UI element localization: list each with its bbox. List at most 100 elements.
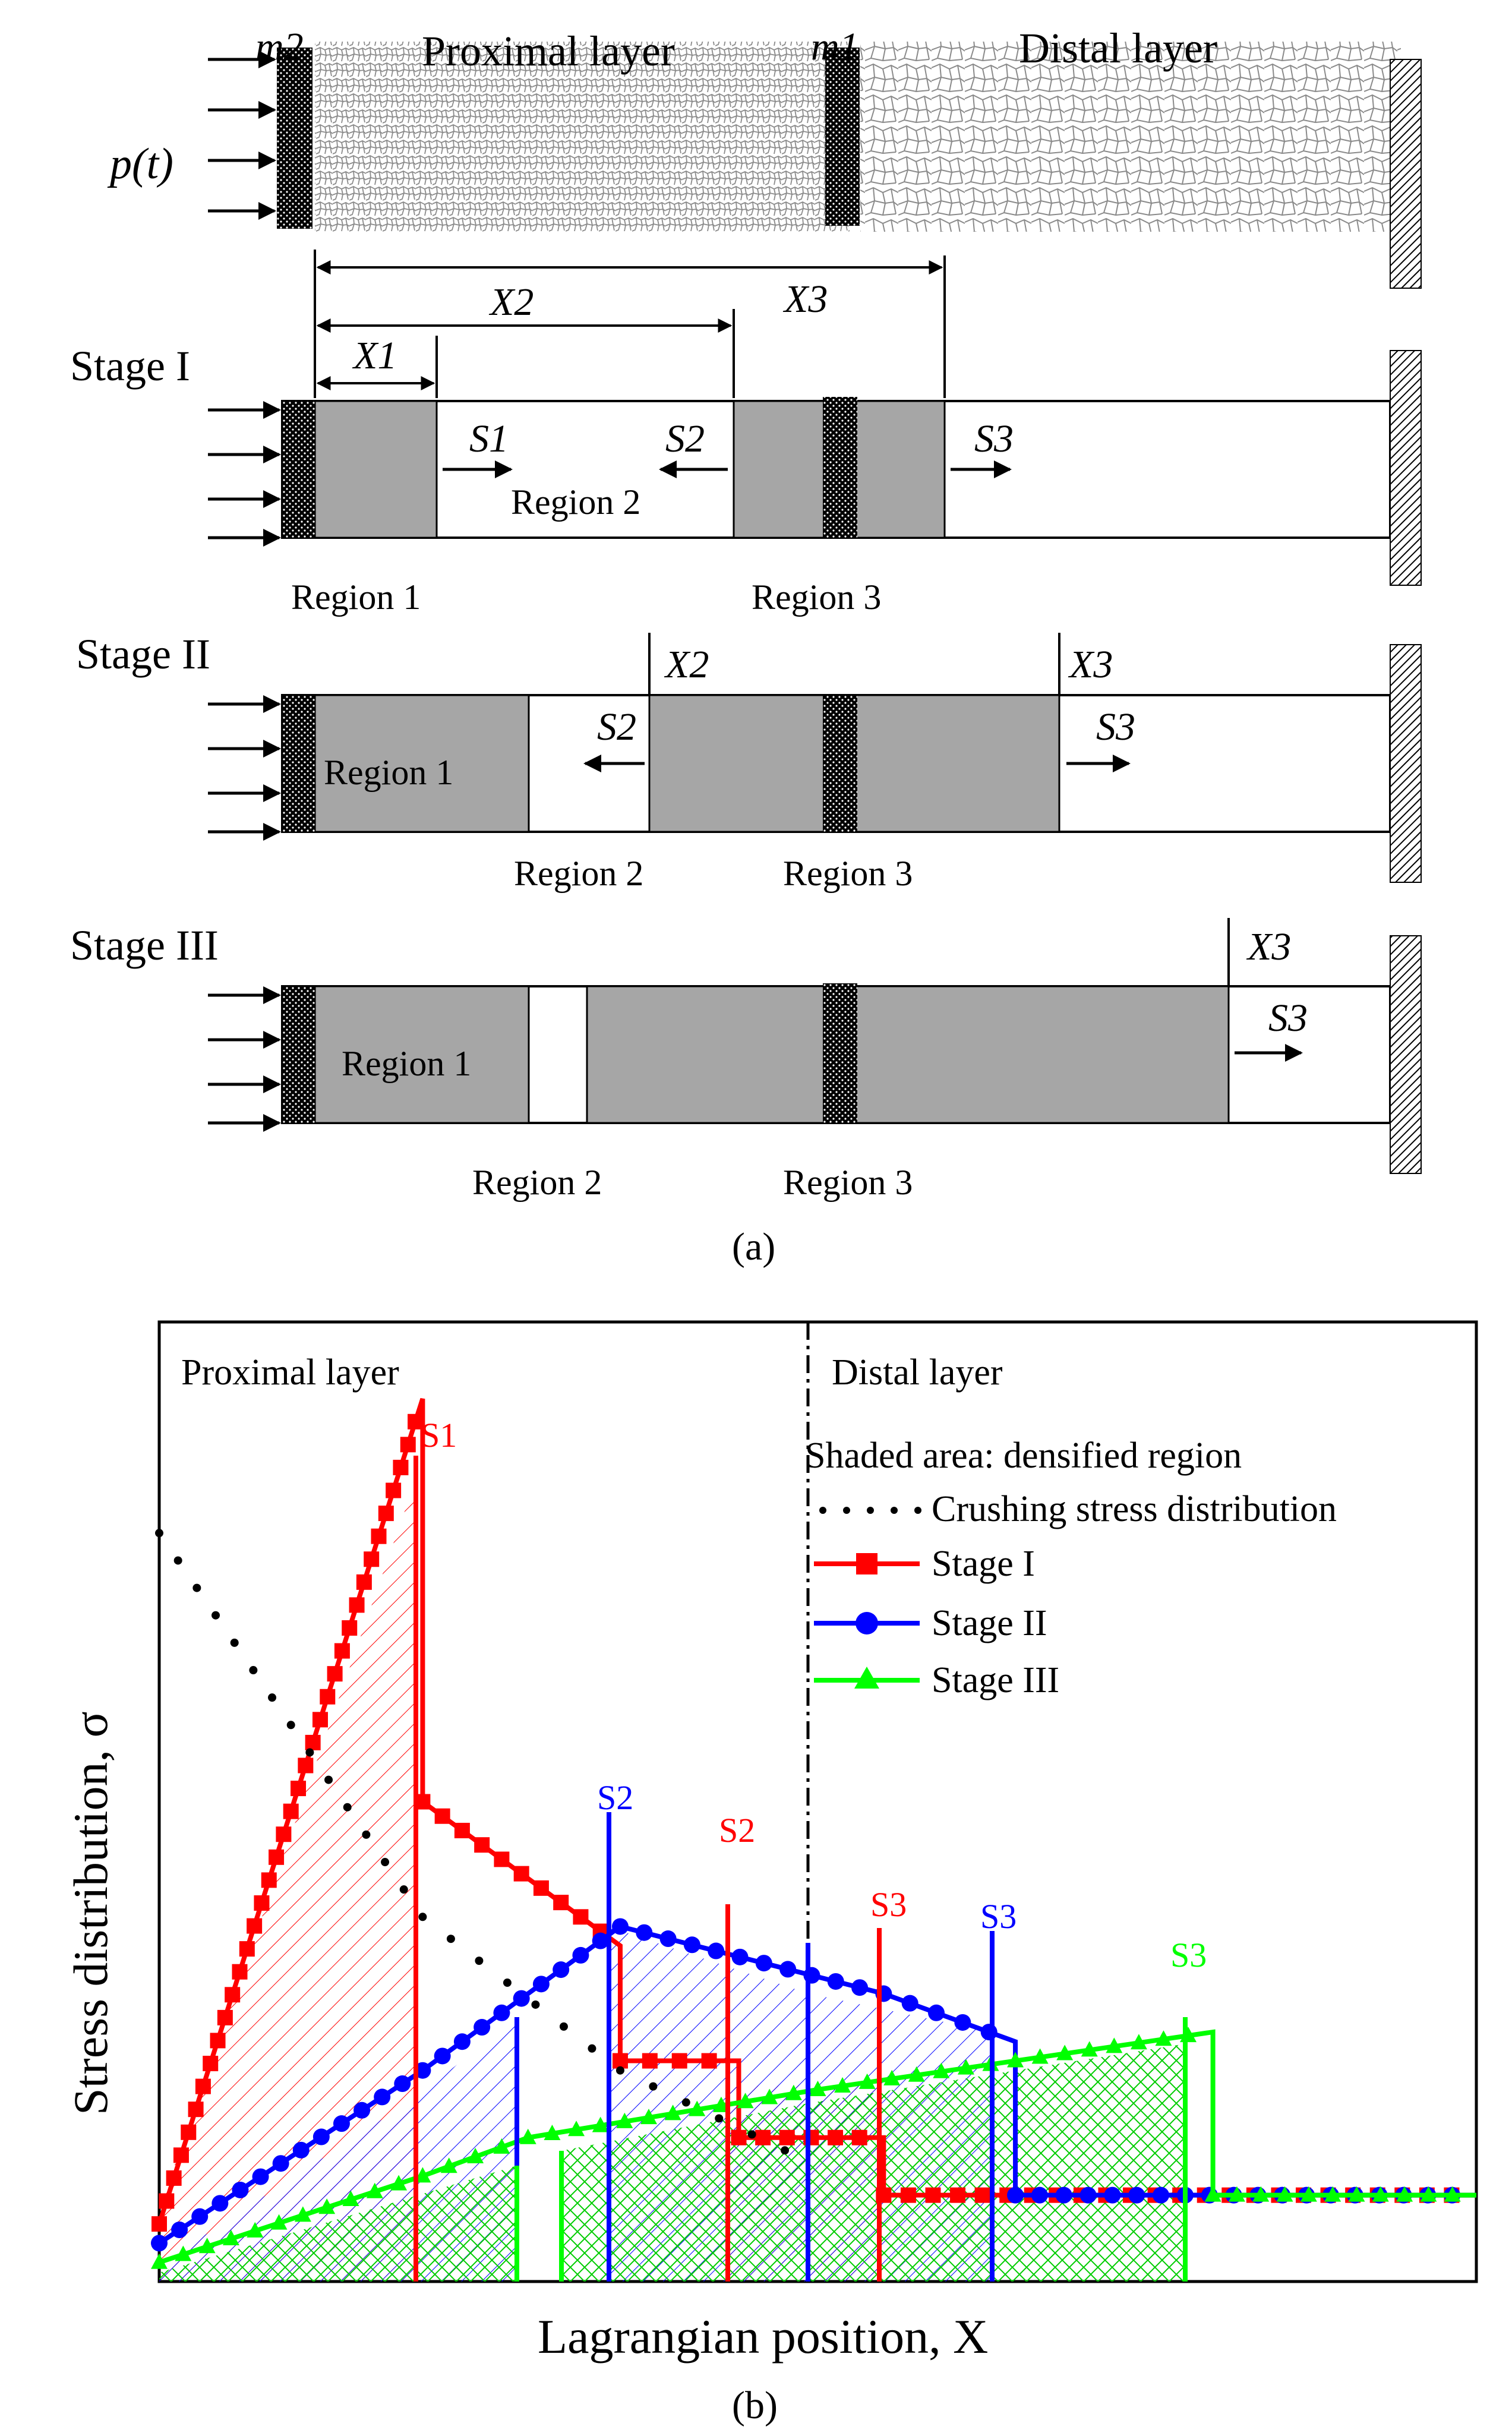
panel-b-caption: (b) [732,2384,778,2427]
data-point-stage-ii-8 [312,2128,330,2145]
data-point-stage-iii-39 [1106,2037,1123,2053]
data-point-stage-ii-17 [493,2004,510,2021]
proximal-layer-plot-label: Proximal layer [181,1352,399,1393]
data-point-crushing-stress-distribution-13 [399,1885,408,1894]
data-point-stage-iii-8 [342,2190,359,2206]
data-point-stage-iii-3 [222,2230,239,2246]
data-point-stage-iii-15 [519,2128,536,2144]
stage-1-region-2-label: Region 2 [511,482,640,522]
load-label: p(t) [107,140,173,188]
legend-crushing: Crushing stress distribution [932,1489,1337,1529]
data-point-stage-ii-38 [980,2024,998,2041]
data-point-stage-ii-3 [212,2195,229,2212]
data-point-stage-iii-51 [1396,2186,1413,2202]
data-point-stage-ii-30 [779,1961,797,1978]
data-point-stage-i-2 [166,2170,182,2186]
stage-2-m1 [823,695,857,832]
data-point-stage-i-58 [925,2187,941,2203]
data-point-crushing-stress-distribution-11 [362,1830,371,1839]
data-point-stage-ii-28 [731,1948,749,1965]
data-point-stage-ii-19 [532,1976,550,1993]
data-point-stage-iii-4 [247,2222,264,2238]
stage-2-region-1-label: Region 1 [324,753,453,792]
data-point-stage-ii-33 [851,1979,869,1996]
data-point-crushing-stress-distribution-10 [343,1803,352,1812]
stage-2-x3: X3 [1068,643,1113,686]
data-point-stage-i-7 [203,2056,219,2072]
data-point-stage-i-24 [327,1666,343,1682]
data-point-stage-ii-42 [1079,2186,1097,2204]
data-point-crushing-stress-distribution-24 [715,2114,724,2123]
stage-3-region-3 [586,985,1230,1124]
data-point-crushing-stress-distribution-3 [212,1611,220,1620]
data-point-stage-i-11 [232,1964,248,1980]
x2-label: X2 [488,280,534,324]
distal-foam [860,42,1401,232]
data-point-stage-iii-0 [151,2253,168,2269]
data-point-stage-i-32 [386,1482,402,1498]
stage-3-region-3-label: Region 3 [783,1163,913,1202]
data-point-stage-ii-32 [827,1973,844,1990]
data-point-stage-ii-9 [333,2115,350,2132]
data-point-crushing-stress-distribution-2 [192,1583,201,1592]
data-point-stage-i-8 [210,2033,226,2049]
data-point-crushing-stress-distribution-4 [230,1638,239,1647]
stage-3-s3: S3 [1268,996,1308,1040]
legend-shaded: Shaded area: densified region [805,1435,1242,1476]
data-point-stage-iii-36 [1031,2048,1049,2064]
data-point-stage-i-26 [342,1620,358,1636]
data-point-stage-iii-2 [198,2238,216,2254]
mass-m2-label: m2 [255,25,304,68]
data-point-stage-i-38 [454,1822,470,1838]
stage-1-s1: S1 [469,417,509,460]
data-point-stage-ii-35 [901,1995,918,2012]
stage-2-s2: S2 [597,705,636,749]
data-point-stage-ii-29 [755,1955,772,1972]
stage-1-s3: S3 [974,417,1014,460]
marker-s1-red: S1 [421,1416,457,1454]
legend-crushing-swatch [819,1507,921,1514]
data-point-stage-ii-16 [474,2019,491,2036]
data-point-crushing-stress-distribution-26 [781,2146,790,2155]
stage-2-region-1 [314,694,530,833]
data-point-stage-iii-9 [366,2182,383,2198]
data-point-stage-iii-18 [592,2116,609,2132]
data-point-stage-iii-14 [493,2138,510,2154]
x-axis-label: Lagrangian position, X [538,2309,988,2364]
stage-1-region-1 [314,400,438,539]
data-point-stage-i-17 [276,1826,292,1842]
data-point-stage-iii-20 [640,2109,657,2125]
data-point-stage-i-50 [731,2129,747,2145]
data-point-stage-ii-7 [292,2141,310,2159]
stage-3-densified-area-2 [561,2044,1185,2282]
stage-1-wall [1390,350,1422,586]
panel-a-caption: (a) [732,1225,775,1269]
stage-3-title: Stage III [70,922,219,969]
data-point-stage-i-13 [247,1918,263,1934]
data-point-crushing-stress-distribution-15 [446,1935,455,1943]
stage-2-diagram: Stage II X2 X3 S2 S3 [76,630,1422,893]
data-point-stage-i-39 [474,1837,490,1853]
stage-2-region-2-label: Region 2 [514,854,643,893]
data-point-stage-iii-16 [544,2125,561,2141]
data-point-stage-iii-17 [568,2121,585,2137]
x3-label: X3 [782,277,828,321]
data-point-stage-ii-41 [1055,2186,1072,2204]
marker-s2-blue: S2 [597,1778,633,1817]
data-point-stage-iii-13 [467,2148,484,2164]
stage-1-load-arrows [208,401,281,547]
data-point-stage-iii-19 [616,2112,633,2128]
stage-3-load-arrows [208,986,281,1132]
data-point-stage-i-3 [173,2147,189,2163]
data-point-stage-i-0 [151,2216,167,2232]
stage-1-m2 [282,401,315,538]
stage-2-m2 [282,695,315,832]
data-point-stage-i-46 [612,2053,628,2069]
stage-2-front-ticks [648,633,1060,695]
data-point-stage-i-30 [371,1528,387,1544]
stage-3-x3: X3 [1246,925,1291,968]
data-point-stage-iii-32 [933,2062,950,2078]
data-point-stage-iii-22 [689,2100,706,2116]
data-point-crushing-stress-distribution-21 [615,2066,624,2075]
series-layer [151,1397,1476,2269]
